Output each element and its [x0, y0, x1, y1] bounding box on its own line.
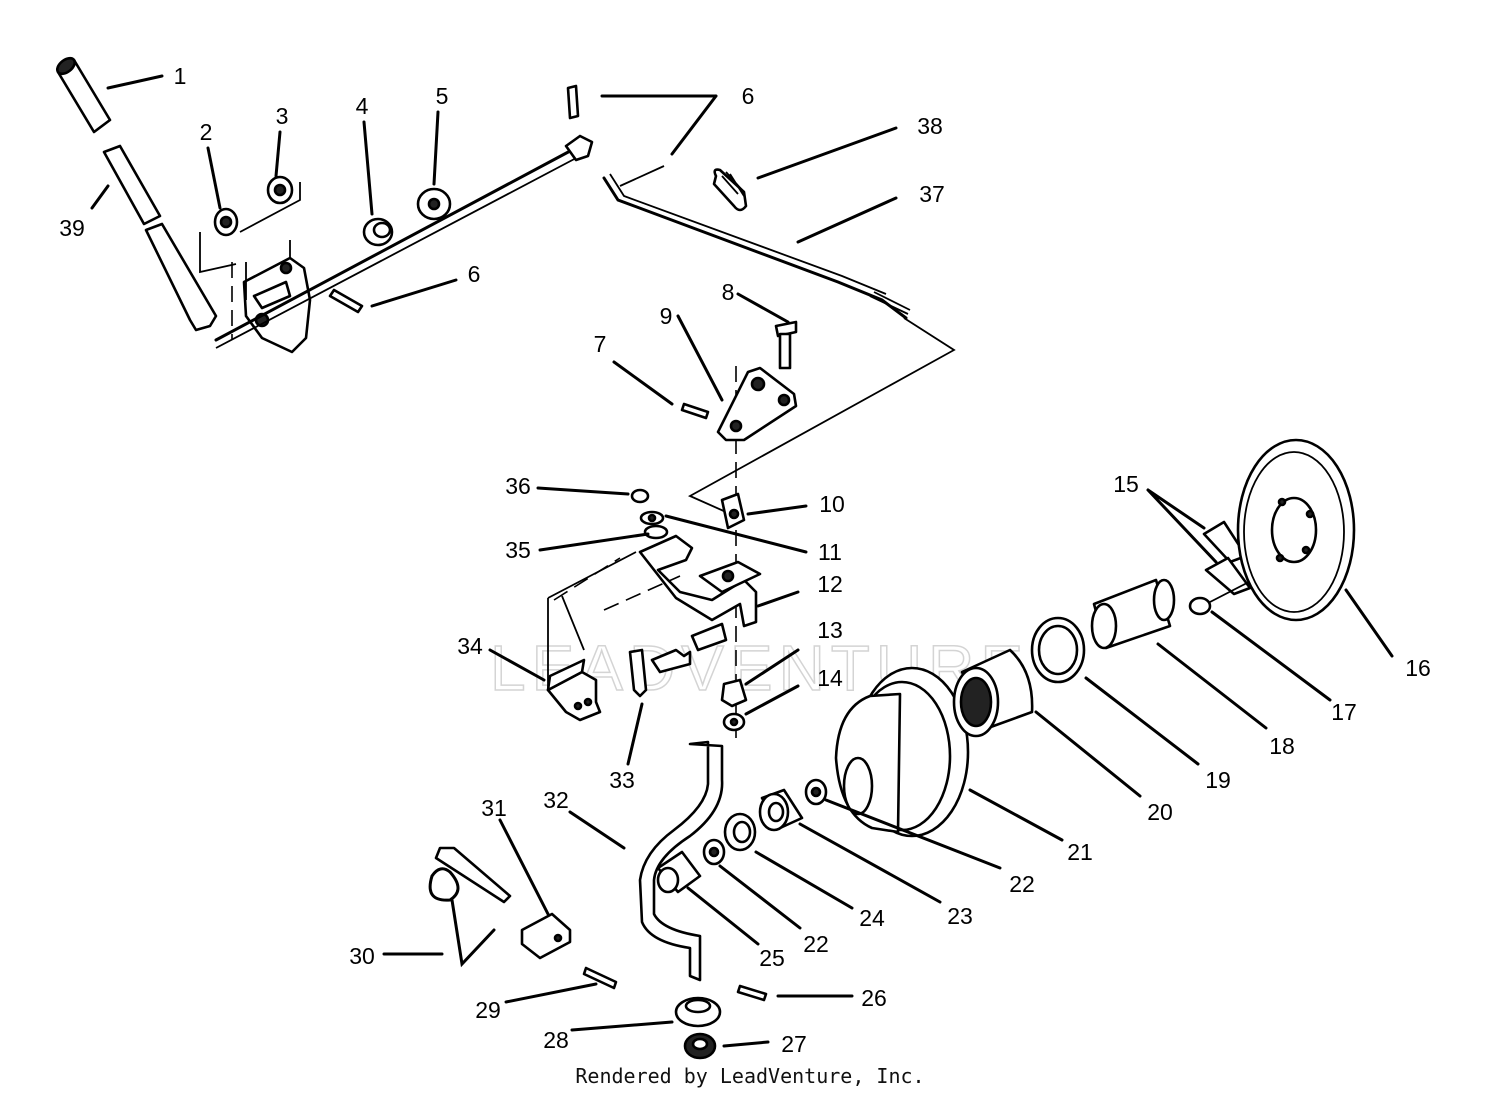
- callout-30: 30: [349, 943, 375, 969]
- callout-8: 8: [722, 279, 735, 305]
- part-pulley: [834, 666, 970, 838]
- part-clutch-arm: [638, 740, 724, 982]
- part-clevis: [720, 492, 746, 530]
- callout-37: 37: [919, 181, 945, 207]
- callout-39: 39: [59, 215, 85, 241]
- callout-32: 32: [543, 787, 569, 813]
- callout-12: 12: [817, 571, 843, 597]
- part-roll-pins: [328, 84, 665, 314]
- callout-17: 17: [1331, 699, 1357, 725]
- part-bearings: [656, 778, 828, 894]
- callout-27: 27: [781, 1031, 807, 1057]
- callout-16: 16: [1405, 655, 1431, 681]
- callout-21: 21: [1067, 839, 1093, 865]
- callout-29: 29: [475, 997, 501, 1023]
- callout-5: 5: [436, 83, 449, 109]
- part-pivot-plate: [680, 320, 798, 442]
- callout-28: 28: [543, 1027, 569, 1053]
- credit-footer: Rendered by LeadVenture, Inc.: [575, 1064, 925, 1088]
- callout-20: 20: [1147, 799, 1173, 825]
- part-small-hardware: [630, 488, 669, 540]
- callout-22a: 22: [1009, 871, 1035, 897]
- callout-19: 19: [1205, 767, 1231, 793]
- callout-4: 4: [356, 93, 369, 119]
- part-control-rod: [602, 173, 911, 320]
- callout-15: 15: [1113, 471, 1139, 497]
- callout-11: 11: [818, 539, 842, 565]
- callout-6b: 6: [468, 261, 481, 287]
- callout-1: 1: [174, 63, 187, 89]
- callout-33: 33: [609, 767, 635, 793]
- callout-34: 34: [457, 633, 483, 659]
- part-nut-washer: [199, 175, 301, 274]
- part-drive-disc: [1236, 438, 1356, 622]
- part-angle-bracket: [546, 551, 637, 722]
- part-grip: [55, 56, 112, 134]
- callout-25: 25: [759, 945, 785, 971]
- part-bracket: [638, 534, 762, 628]
- callout-22b: 22: [803, 931, 829, 957]
- callout-9: 9: [660, 303, 673, 329]
- callout-24: 24: [859, 905, 885, 931]
- callout-6a: 6: [742, 83, 755, 109]
- callout-14: 14: [817, 665, 843, 691]
- part-lever-handle: [102, 144, 218, 332]
- callout-7: 7: [594, 331, 607, 357]
- callout-23: 23: [947, 903, 973, 929]
- callout-26: 26: [861, 985, 887, 1011]
- callout-2: 2: [200, 119, 213, 145]
- part-needle-bearing: [952, 648, 1034, 738]
- callout-38: 38: [917, 113, 943, 139]
- callout-10: 10: [819, 491, 845, 517]
- callout-36: 36: [505, 473, 531, 499]
- part-bolts-nuts: [628, 622, 748, 732]
- part-bushings: [362, 187, 452, 247]
- part-spring: [712, 168, 748, 212]
- part-return-spring: [428, 846, 618, 990]
- callout-35: 35: [505, 537, 531, 563]
- callout-31: 31: [481, 795, 507, 821]
- callout-3: 3: [276, 103, 289, 129]
- part-spacer-tube: [1090, 578, 1176, 650]
- part-control-shaft: [214, 134, 594, 349]
- callout-leader-lines: [90, 74, 1394, 1048]
- callout-18: 18: [1269, 733, 1295, 759]
- part-seal-ring: [1030, 616, 1086, 684]
- part-drawings: [55, 56, 1356, 1060]
- part-pin-washer-nut: [674, 984, 768, 1060]
- callout-13: 13: [817, 617, 843, 643]
